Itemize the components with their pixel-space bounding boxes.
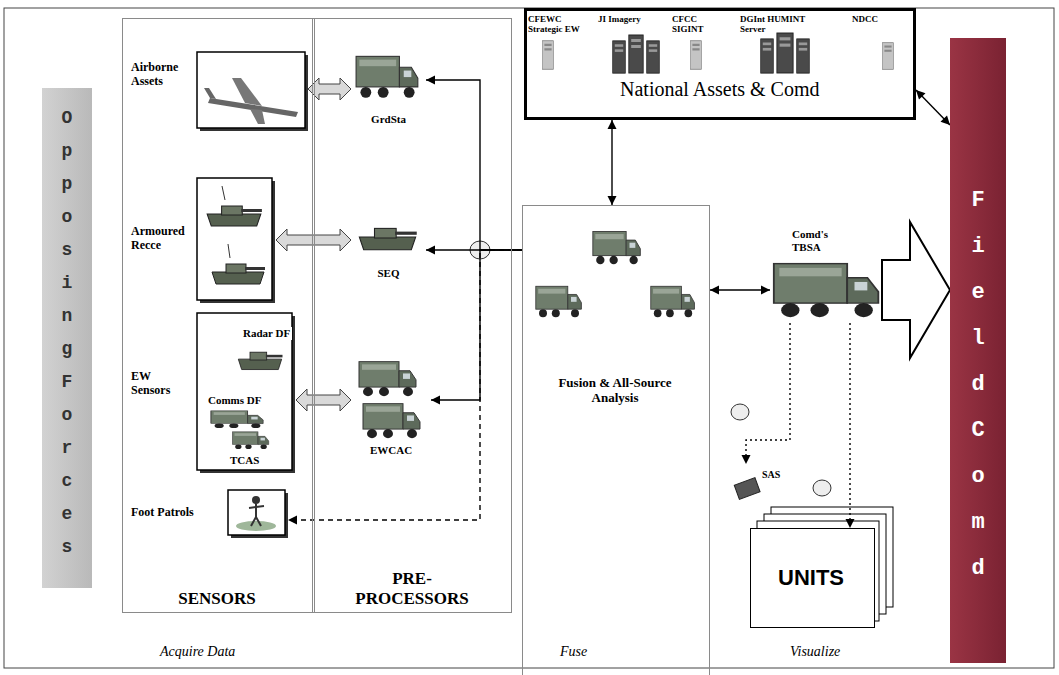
command-truck <box>774 264 879 318</box>
node-label: Comms DF <box>206 394 263 407</box>
preprocessor-box: GrdSta <box>351 49 426 129</box>
connector <box>608 120 617 205</box>
connector-line <box>288 250 522 520</box>
asset-label: CFEWC Strategic EW <box>528 14 590 35</box>
connector-line <box>746 323 790 464</box>
node-title: Comd's TBSA <box>792 228 842 253</box>
node-title: Armoured Recce <box>131 225 197 253</box>
processor-vehicles <box>536 231 695 317</box>
outer-frame <box>4 8 1054 668</box>
connector <box>846 323 855 528</box>
node-label: TCAS <box>228 454 261 467</box>
double-arrow <box>276 229 351 251</box>
node-title: National Assets & Comd <box>620 78 819 101</box>
node-title: Field Comd <box>967 178 989 592</box>
asset-label: DGInt HUMINT Server <box>740 14 812 35</box>
preprocessor-box: SEQ <box>351 213 426 283</box>
block-arrow <box>882 222 950 358</box>
node-title: GrdSta <box>351 113 426 126</box>
network-symbols <box>470 241 831 496</box>
asset-label: CFCC SIGINT <box>672 14 722 35</box>
foot-patrol-figure <box>236 496 276 531</box>
connector-line <box>431 250 522 400</box>
node-title: UNITS <box>751 565 871 590</box>
national-box: National Assets & Comd <box>524 8 916 120</box>
side-band: Field Comd <box>950 38 1006 663</box>
connector-line <box>426 80 522 250</box>
arrow-head <box>941 115 951 125</box>
node-title: EWCAC <box>351 444 431 457</box>
aircraft-picture <box>204 78 298 124</box>
asset-label: JI Imagery <box>598 14 668 24</box>
node-label: Radar DF <box>241 327 292 340</box>
arrow-head <box>426 76 435 85</box>
double-arrow <box>296 389 351 411</box>
column-box: Fusion & All-Source AnalysisPROCESSORS <box>522 205 710 675</box>
arrow-head <box>426 246 435 255</box>
column-box: SENSORS Airborne AssetsArmoured Recce EW S… <box>122 18 315 613</box>
arrow-head <box>742 455 751 464</box>
connector-line <box>916 90 950 125</box>
arrow-head <box>288 516 297 525</box>
national-servers <box>543 33 894 73</box>
connector-line <box>611 120 612 205</box>
node-title: Airborne Assets <box>131 61 197 89</box>
connector <box>916 90 950 125</box>
connector <box>710 286 770 295</box>
sensor-box: Airborne Assets <box>128 51 308 131</box>
arrow-head <box>761 286 770 295</box>
node-title: SAS <box>762 469 780 481</box>
sensor-box: EW Sensors Radar DF Comms DF TCAS <box>128 312 296 474</box>
sas-device <box>734 478 760 500</box>
sensor-box: Armoured Recce <box>128 177 276 303</box>
asset-label: NDCC <box>852 14 892 24</box>
side-band: Opposing Forces <box>42 88 92 588</box>
arrow-head <box>431 396 440 405</box>
connector <box>426 76 522 251</box>
node-title: Foot Patrols <box>131 506 226 520</box>
column-box: PRE- PROCESSORS GrdStaSEQ EWCAC <box>312 18 512 613</box>
arrow-head <box>608 120 617 129</box>
arrow-head <box>916 90 926 100</box>
connector <box>882 222 950 358</box>
connector <box>296 389 351 411</box>
connector <box>276 229 351 251</box>
command-post: Comd's TBSA <box>770 228 882 323</box>
preprocessor-box: EWCAC <box>351 356 431 461</box>
arrow-head <box>846 519 855 528</box>
node-title: Opposing Forces <box>58 102 76 564</box>
connector-line <box>849 323 850 528</box>
armoured-vehicles <box>207 186 265 284</box>
node-title: PRE- PROCESSORS <box>342 569 482 608</box>
arrow-head <box>710 286 719 295</box>
node-title: SENSORS <box>123 589 311 609</box>
connector <box>742 323 791 464</box>
node-title: EW Sensors <box>131 370 189 398</box>
sensor-box: Foot Patrols <box>128 489 288 539</box>
node-title: Fusion & All-Source Analysis <box>535 376 695 406</box>
sensor-frames <box>197 52 308 538</box>
stage-label: Acquire Data <box>160 644 235 660</box>
stage-label: Fuse <box>560 644 587 660</box>
stage-label: Visualize <box>790 644 840 660</box>
sas-node: SAS <box>732 464 792 504</box>
node-title: SEQ <box>351 267 426 280</box>
connector <box>288 250 522 525</box>
arrow-head <box>608 196 617 205</box>
connector <box>431 250 522 405</box>
units-box: UNITS <box>750 528 875 628</box>
